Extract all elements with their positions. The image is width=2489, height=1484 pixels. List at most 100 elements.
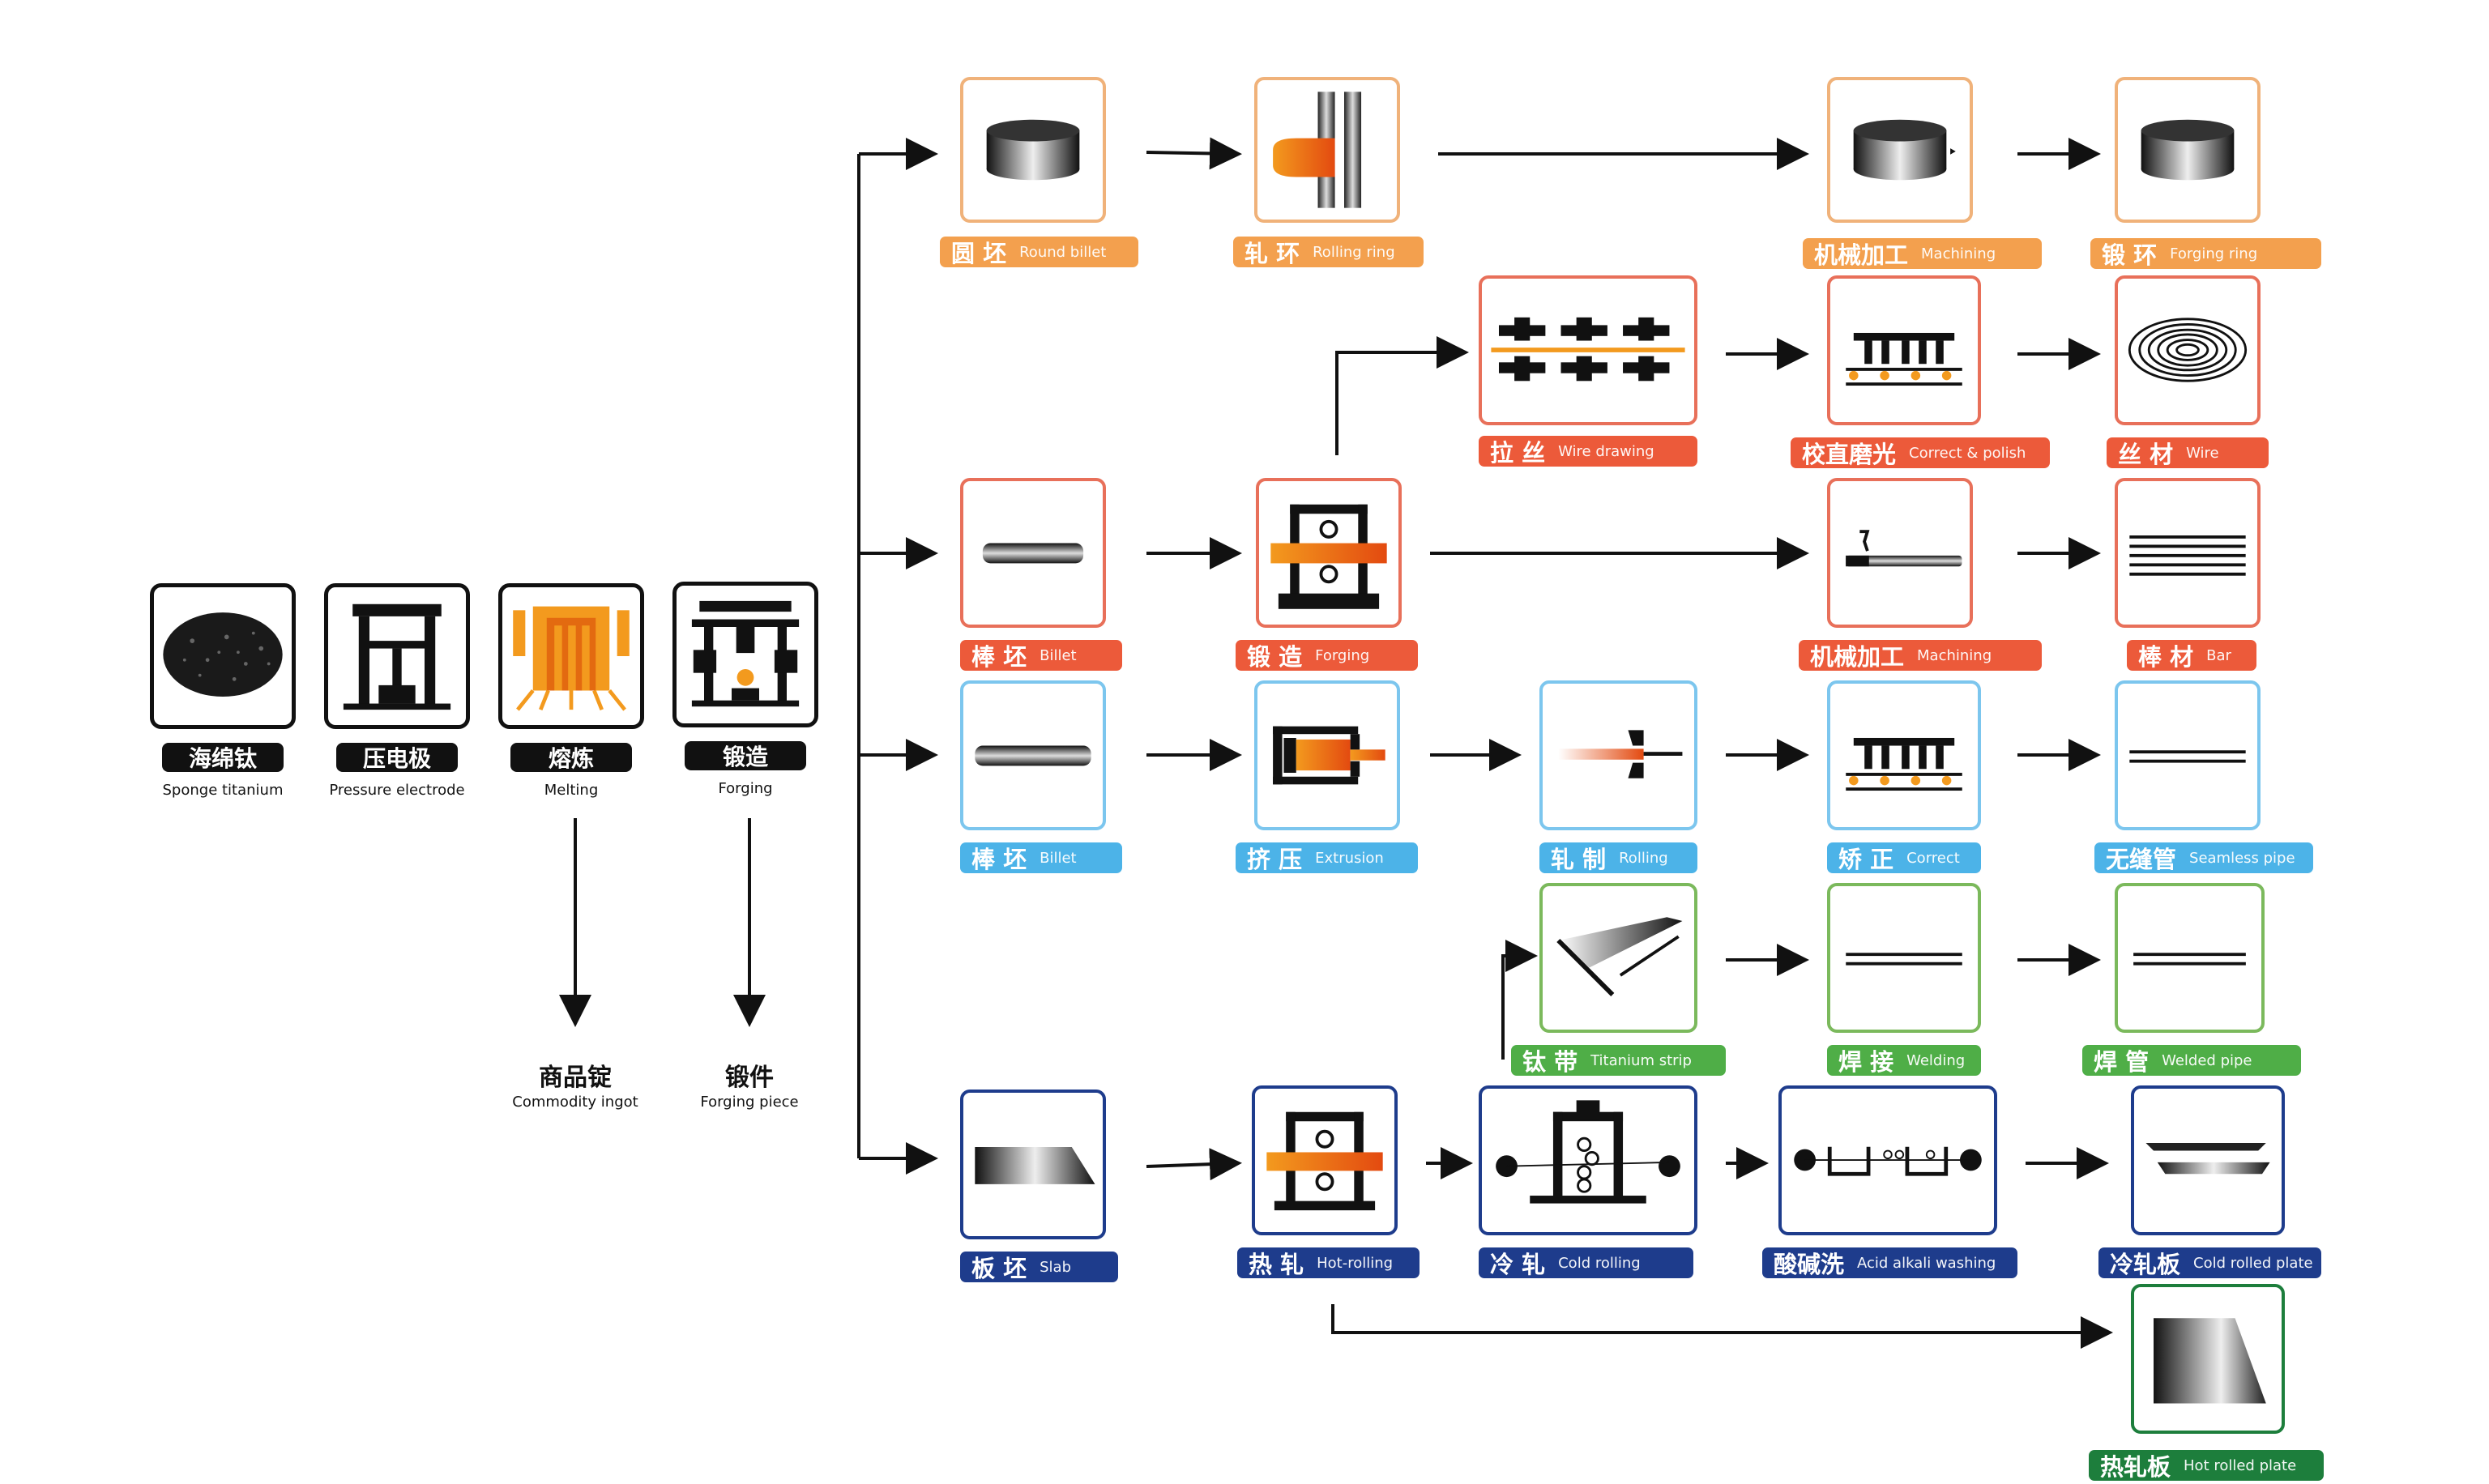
- furnace-icon: [513, 606, 630, 711]
- bar-billet-box: [960, 478, 1106, 628]
- arrow-to-wire-drawing: [1335, 336, 1469, 455]
- tube-rolling-icon: [1558, 730, 1683, 778]
- hot-rolling-icon: [1266, 1111, 1383, 1211]
- cold-plate-box: [2131, 1085, 2285, 1235]
- bars-icon: [2129, 535, 2246, 576]
- sponge-titanium-box: [150, 583, 296, 729]
- arrow-r1-1: [1146, 137, 1242, 170]
- tube-billet-icon: [975, 745, 1091, 766]
- step-label-electrode: 压电极: [336, 743, 458, 772]
- titanium-strip-box: [1539, 883, 1697, 1033]
- titanium-strip-icon: [1556, 917, 1683, 996]
- step-en-forging: Forging: [718, 780, 773, 797]
- hot-plate-box: [2131, 1284, 2285, 1434]
- straightener-icon-2: [1846, 737, 1962, 791]
- output-forging-piece-en: Forging piece: [700, 1094, 799, 1111]
- extrusion-icon: [1273, 726, 1385, 785]
- output-commodity-ingot-en: Commodity ingot: [512, 1094, 638, 1111]
- wire-coil-icon: [2128, 318, 2248, 382]
- correct-polish-box: [1827, 275, 1981, 425]
- forging-ring-icon: [2141, 119, 2235, 181]
- machining-bar-icon: [1846, 530, 1962, 567]
- seamless-pipe-box: [2115, 680, 2261, 830]
- slab-icon: [975, 1147, 1095, 1184]
- forging-ring-box: [2115, 77, 2261, 223]
- welding-icon: [1846, 953, 1962, 966]
- round-billet-box: [960, 77, 1106, 223]
- hot-rolling-box: [1252, 1085, 1398, 1235]
- sponge-titanium-icon: [163, 612, 283, 697]
- wire-drawing-box: [1479, 275, 1697, 425]
- pressure-electrode-box: [324, 583, 470, 729]
- forging-step-box: [1256, 478, 1402, 628]
- machining-ring-box: [1827, 77, 1973, 223]
- step-en-electrode: Pressure electrode: [329, 782, 465, 799]
- output-commodity-ingot: 商品锭: [539, 1064, 612, 1092]
- wire-box: [2115, 275, 2261, 425]
- tube-billet-box: [960, 680, 1106, 830]
- welding-box: [1827, 883, 1981, 1033]
- forging-box: [672, 582, 818, 727]
- machining-bar-box: [1827, 478, 1973, 628]
- cold-plate-icon: [2145, 1142, 2270, 1175]
- cold-rolling-box: [1479, 1085, 1697, 1235]
- slab-box: [960, 1090, 1106, 1239]
- acid-wash-icon: [1794, 1146, 1982, 1176]
- rolling-ring-icon: [1273, 92, 1362, 208]
- machined-ring-icon: [1853, 119, 1956, 181]
- cold-rolling-icon: [1496, 1100, 1680, 1204]
- output-forging-piece: 锻件: [725, 1064, 774, 1092]
- arrow-to-ti-strip: [1501, 940, 1538, 1060]
- melting-box: [498, 583, 644, 729]
- step-en-sponge: Sponge titanium: [162, 782, 284, 799]
- rolling-box: [1539, 680, 1697, 830]
- forge-press-icon: [691, 600, 800, 707]
- step-label-sponge: 海绵钛: [162, 743, 284, 772]
- step-label-melting: 熔炼: [510, 743, 632, 772]
- seamless-pipe-icon: [2129, 750, 2246, 763]
- welded-pipe-box: [2115, 883, 2265, 1033]
- arrow-r6-1: [1146, 1148, 1242, 1181]
- press-icon: [343, 603, 451, 710]
- round-billet-icon: [986, 119, 1080, 181]
- step-en-melting: Melting: [544, 782, 599, 799]
- arrow-to-hot-rolled-plate: [1331, 1304, 2113, 1349]
- bar-billet-icon: [982, 543, 1084, 564]
- straightener-icon: [1846, 332, 1962, 386]
- welded-pipe-icon: [2133, 953, 2246, 966]
- correct-box: [1827, 680, 1981, 830]
- bar-box: [2115, 478, 2261, 628]
- forging-die-icon: [1270, 504, 1387, 609]
- rolling-ring-box: [1254, 77, 1400, 223]
- step-label-forging: 锻造: [685, 741, 806, 770]
- extrusion-box: [1254, 680, 1400, 830]
- hot-plate-icon: [2154, 1318, 2266, 1404]
- wire-drawing-icon: [1491, 317, 1685, 382]
